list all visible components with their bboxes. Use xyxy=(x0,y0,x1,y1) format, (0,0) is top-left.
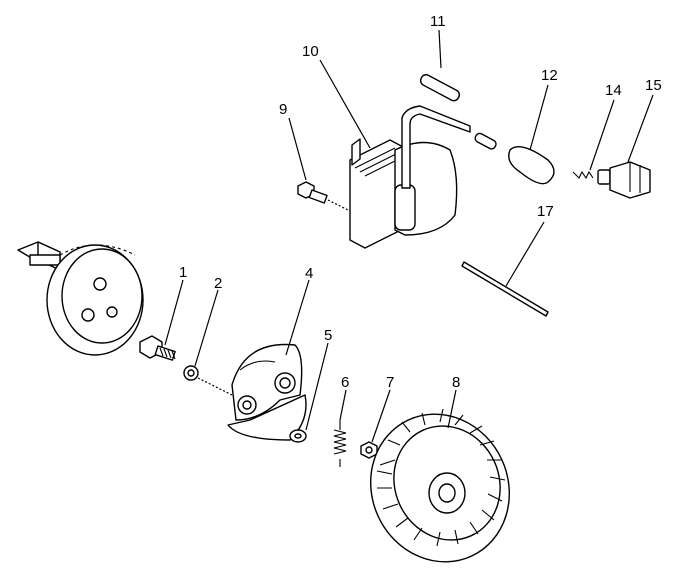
part-spring xyxy=(333,420,347,467)
callout-17: 17 xyxy=(537,203,554,220)
callout-6: 6 xyxy=(341,374,349,391)
callout-9: 9 xyxy=(279,101,287,118)
part-lock-washer xyxy=(183,365,233,396)
part-flywheel xyxy=(369,408,511,563)
part-rod xyxy=(461,261,549,317)
callout-15: 15 xyxy=(645,77,662,94)
callout-10: 10 xyxy=(302,43,319,60)
callout-4: 4 xyxy=(305,265,313,282)
callout-1: 1 xyxy=(179,264,187,281)
part-sleeve xyxy=(419,74,461,102)
part-washer xyxy=(289,429,307,443)
part-spring-terminal xyxy=(572,170,594,180)
callout-8: 8 xyxy=(452,374,460,391)
callout-2: 2 xyxy=(214,275,222,292)
callout-labels: 1 2 4 5 6 7 8 9 10 11 12 14 15 17 xyxy=(179,13,662,391)
clutch-drum xyxy=(17,241,144,356)
part-nut xyxy=(360,441,378,459)
callout-12: 12 xyxy=(541,67,558,84)
callout-7: 7 xyxy=(386,374,394,391)
callout-11: 11 xyxy=(430,13,446,30)
callout-5: 5 xyxy=(324,327,332,344)
leader-lines xyxy=(164,29,654,443)
part-spark-plug xyxy=(597,161,651,199)
part-bolt xyxy=(139,335,176,361)
part-ignition-screw xyxy=(297,181,353,213)
part-ignition-module xyxy=(349,105,471,249)
callout-14: 14 xyxy=(605,82,622,99)
part-clutch-assembly xyxy=(227,343,307,441)
part-spark-plug-boot xyxy=(474,132,555,185)
